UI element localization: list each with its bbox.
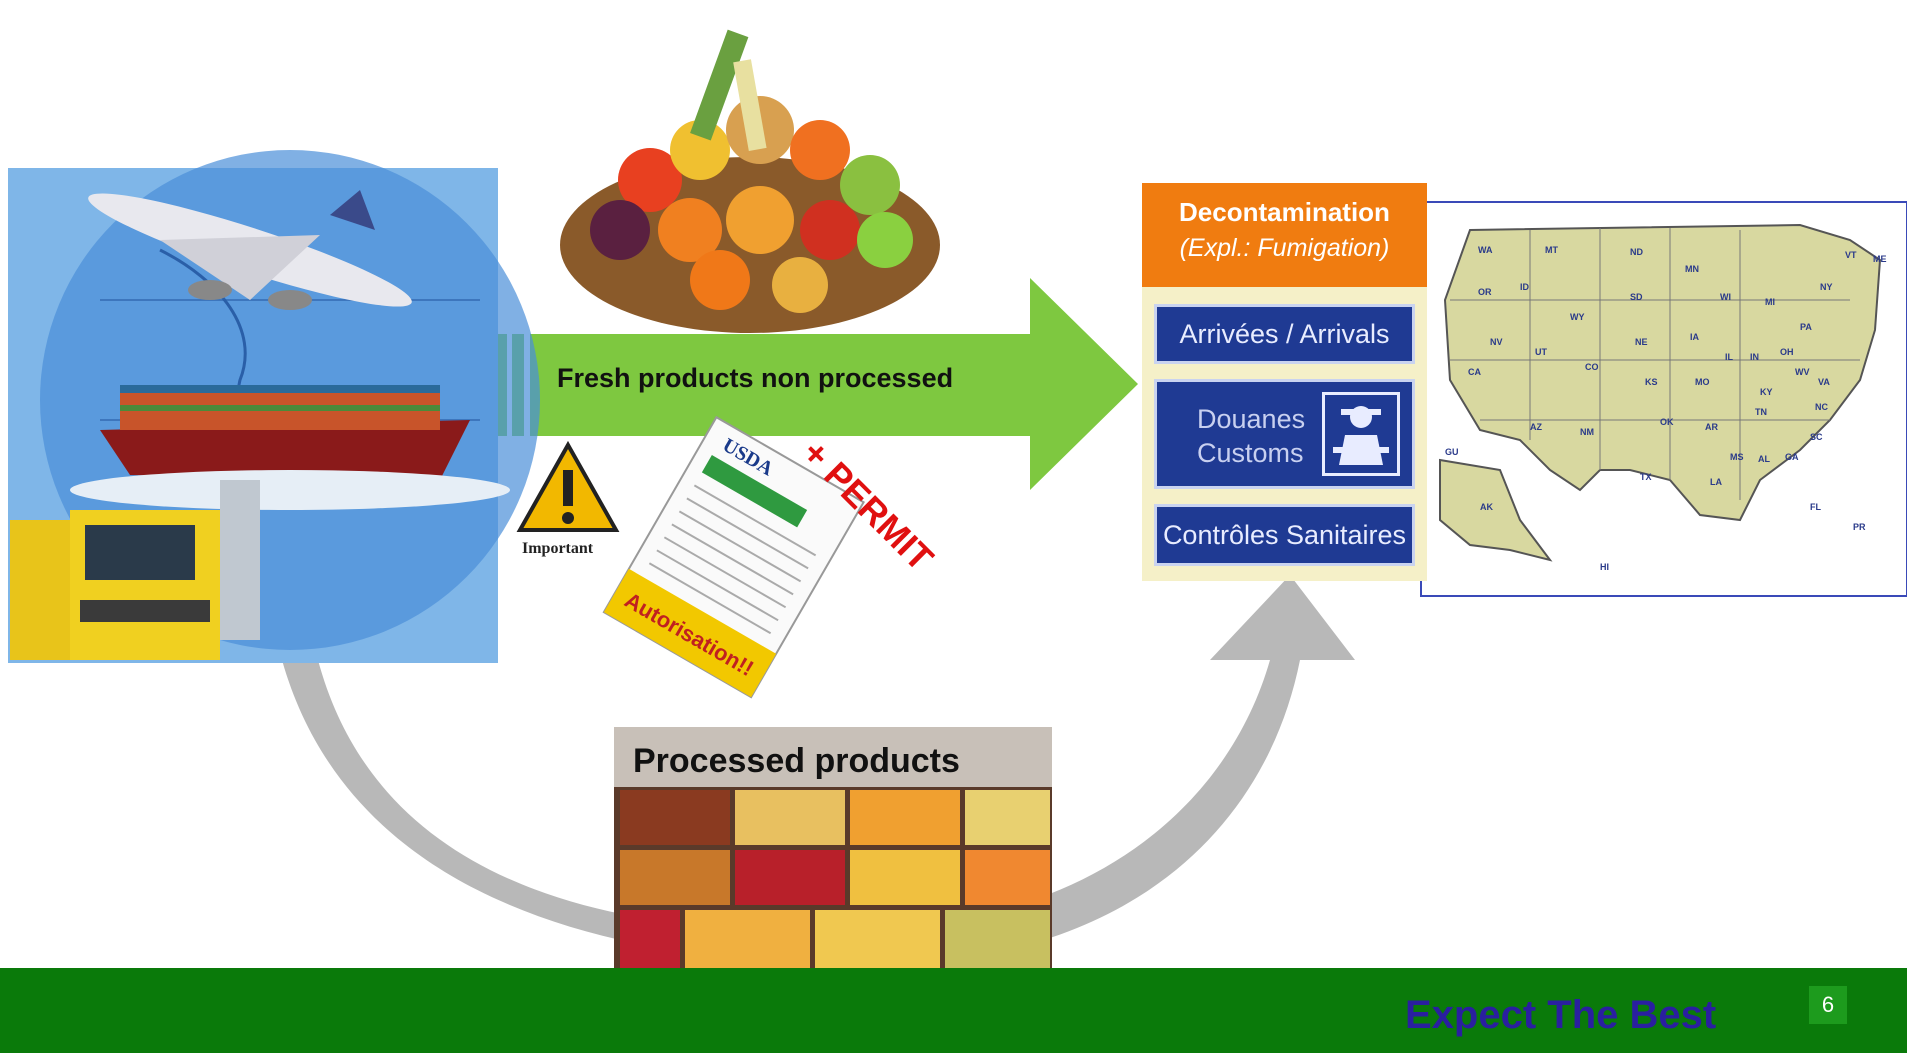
map-state-label-mt: MT [1545, 245, 1558, 255]
map-state-label-ms: MS [1730, 452, 1744, 462]
transport-image [8, 150, 540, 663]
decontamination-box: Decontamination (Expl.: Fumigation) [1142, 183, 1427, 287]
fresh-produce-image [560, 29, 940, 333]
map-state-label-wi: WI [1720, 292, 1731, 302]
map-state-label-wv: WV [1795, 367, 1810, 377]
map-state-label-mn: MN [1685, 264, 1699, 274]
map-state-label-mo: MO [1695, 377, 1710, 387]
map-state-label-il: IL [1725, 352, 1734, 362]
footer-bar [0, 968, 1907, 1053]
map-state-label-fl: FL [1810, 502, 1821, 512]
cargo-ship-icon [70, 385, 510, 510]
map-state-label-tx: TX [1640, 472, 1652, 482]
map-state-label-sd: SD [1630, 292, 1643, 302]
arrivals-sign: Arrivées / Arrivals [1154, 304, 1415, 364]
map-state-label-hi: HI [1600, 562, 1609, 572]
map-state-label-ia: IA [1690, 332, 1700, 342]
important-label: Important [522, 540, 594, 557]
customs-line-1: Douanes [1197, 404, 1306, 434]
map-state-label-az: AZ [1530, 422, 1542, 432]
map-state-label-la: LA [1710, 477, 1722, 487]
map-state-label-ut: UT [1535, 347, 1547, 357]
customs-sign: Douanes Customs [1154, 379, 1415, 489]
map-state-label-gu: GU [1445, 447, 1459, 457]
warning-icon [516, 440, 620, 532]
decontamination-subtitle: (Expl.: Fumigation) [1179, 234, 1390, 262]
map-state-label-nv: NV [1490, 337, 1503, 347]
airport-signage-panel: Arrivées / Arrivals Douanes Customs Cont… [1142, 287, 1427, 581]
map-state-label-in: IN [1750, 352, 1759, 362]
map-state-label-va: VA [1818, 377, 1830, 387]
map-state-label-pr: PR [1853, 522, 1866, 532]
airplane-icon [88, 190, 412, 310]
us-map-image: WA MT ND MN OR ID SD WI MI NY VT ME WY NE IA PA NV UT CO IL… [1420, 201, 1907, 597]
fresh-products-label: Fresh products non processed [557, 363, 954, 393]
map-state-label-pa: PA [1800, 322, 1812, 332]
map-state-label-ar: AR [1705, 422, 1718, 432]
map-state-label-oh: OH [1780, 347, 1794, 357]
map-state-label-me: ME [1873, 254, 1887, 264]
map-state-label-tn: TN [1755, 407, 1767, 417]
map-state-label-al: AL [1758, 454, 1770, 464]
map-state-label-ny: NY [1820, 282, 1833, 292]
decontamination-title: Decontamination [1179, 197, 1390, 227]
map-state-label-wy: WY [1570, 312, 1585, 322]
map-state-label-nd: ND [1630, 247, 1643, 257]
processed-products-label: Processed products [633, 742, 960, 780]
map-state-label-ga: GA [1785, 452, 1799, 462]
map-state-label-ca: CA [1468, 367, 1481, 377]
customs-officer-icon [1322, 392, 1400, 476]
map-state-label-ak: AK [1480, 502, 1493, 512]
map-state-label-ks: KS [1645, 377, 1658, 387]
footer-tagline: Expect The Best [1405, 993, 1717, 1037]
map-state-label-ok: OK [1660, 417, 1674, 427]
truck-icon [10, 480, 260, 660]
map-state-label-nm: NM [1580, 427, 1594, 437]
map-state-label-vt: VT [1845, 250, 1857, 260]
map-state-label-ne: NE [1635, 337, 1648, 347]
map-state-label-mi: MI [1765, 297, 1775, 307]
customs-line-2: Customs [1197, 438, 1304, 468]
map-state-label-id: ID [1520, 282, 1530, 292]
page-number: 6 [1809, 986, 1847, 1024]
map-state-label-or: OR [1478, 287, 1492, 297]
map-state-label-wa: WA [1478, 245, 1493, 255]
map-state-label-nc: NC [1815, 402, 1828, 412]
map-state-label-sc: SC [1810, 432, 1823, 442]
map-state-label-co: CO [1585, 362, 1599, 372]
sanitary-controls-sign: Contrôles Sanitaires [1154, 504, 1415, 566]
map-state-label-ky: KY [1760, 387, 1773, 397]
